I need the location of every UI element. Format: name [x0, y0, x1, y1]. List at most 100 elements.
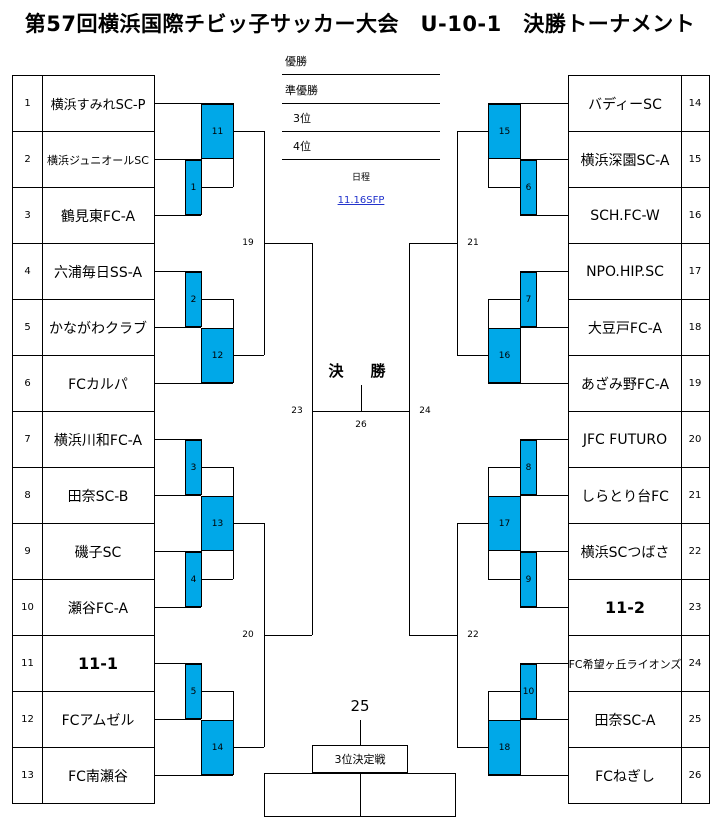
- team-name: SCH.FC-W: [569, 188, 681, 244]
- team-name: 田奈SC-B: [42, 468, 154, 524]
- match-box-2: 2: [185, 272, 202, 327]
- team-number: 2: [13, 132, 42, 188]
- match-label-26: 26: [355, 420, 367, 430]
- team-name: FCアムゼル: [42, 692, 154, 748]
- bracket-line: [488, 691, 520, 692]
- match-box-3: 3: [185, 440, 202, 495]
- bracket-line: [233, 523, 264, 524]
- bracket-line: [233, 131, 264, 132]
- team-name: NPO.HIP.SC: [569, 244, 681, 300]
- bracket-line: [264, 131, 265, 355]
- team-number: 9: [13, 524, 42, 580]
- match-label-23: 23: [291, 406, 303, 416]
- bracket-line: [264, 523, 265, 747]
- team-number: 8: [13, 468, 42, 524]
- bracket-line: [155, 551, 201, 552]
- team-number: 10: [13, 580, 42, 636]
- bracket-line: [488, 299, 520, 300]
- bracket-line: [488, 775, 568, 776]
- table-divider: [681, 76, 682, 803]
- match-box-1: 1: [185, 160, 202, 215]
- match-box-5: 5: [185, 664, 202, 719]
- team-name: かながわクラブ: [42, 300, 154, 356]
- team-name: 横浜川和FC-A: [42, 412, 154, 468]
- bracket-line: [520, 719, 568, 720]
- result-line: [282, 74, 440, 75]
- bracket-line: [488, 187, 520, 188]
- fourth-label: 4位: [293, 140, 311, 153]
- schedule-link[interactable]: 11.16SFP: [337, 195, 385, 206]
- runner-up-label: 準優勝: [285, 84, 318, 97]
- bracket-line: [155, 775, 233, 776]
- match-label-21: 21: [467, 238, 479, 248]
- bracket-line: [457, 523, 488, 524]
- left-team-table: 1 横浜すみれSC-P 2 横浜ジュニオールSC 3 鶴見東FC-A 4 六浦毎…: [12, 75, 155, 804]
- team-name: 横浜深園SC-A: [569, 132, 681, 188]
- result-line: [282, 103, 440, 104]
- match-label-22: 22: [467, 630, 479, 640]
- team-number: 26: [688, 770, 702, 781]
- right-team-table: バディーSC 14 横浜深園SC-A 15 SCH.FC-W 16 NPO.HI…: [568, 75, 710, 804]
- final-stem: [361, 385, 362, 411]
- team-number: 19: [681, 356, 709, 412]
- result-line: [282, 159, 440, 160]
- winner-label: 優勝: [285, 55, 307, 68]
- team-name: FCねぎし: [595, 768, 655, 785]
- third-place-box: [264, 773, 456, 817]
- team-name: JFC FUTURO: [569, 412, 681, 468]
- team-name: 11-1: [42, 636, 154, 692]
- team-number: 25: [681, 692, 709, 748]
- match-box-15: 15: [488, 104, 521, 159]
- bracket-line: [488, 103, 568, 104]
- team-name: 六浦毎日SS-A: [42, 244, 154, 300]
- bracket-line: [155, 607, 201, 608]
- page-title: 第57回横浜国際チビッ子サッカー大会 U-10-1 決勝トーナメント: [24, 12, 696, 36]
- bracket-line: [155, 103, 233, 104]
- bracket-line: [201, 579, 233, 580]
- match-box-18: 18: [488, 720, 521, 775]
- team-name: 横浜すみれSC-P: [42, 76, 154, 132]
- match-box-7: 7: [520, 272, 537, 327]
- match-label-24: 24: [419, 406, 431, 416]
- team-number: 12: [13, 692, 42, 748]
- bracket-line: [520, 271, 568, 272]
- bracket-line: [233, 355, 264, 356]
- bracket-line: [360, 720, 361, 745]
- bracket-line: [457, 523, 458, 747]
- bracket-line: [520, 551, 568, 552]
- match-box-12: 12: [201, 328, 234, 383]
- bracket-line: [155, 663, 201, 664]
- bracket-line: [409, 635, 457, 636]
- team-number: 7: [13, 412, 42, 468]
- team-number: 20: [681, 412, 709, 468]
- team-number: 3: [13, 188, 42, 244]
- bracket-line: [520, 439, 568, 440]
- bracket-line: [488, 383, 568, 384]
- bracket-line: [264, 635, 312, 636]
- bracket-line: [409, 243, 410, 635]
- team-name: FC南瀬谷: [68, 768, 128, 785]
- bracket-line: [457, 747, 488, 748]
- bracket-line: [264, 243, 312, 244]
- team-name: バディーSC: [569, 76, 681, 132]
- bracket-line: [201, 467, 233, 468]
- team-number: 11: [13, 636, 42, 692]
- team-number: 16: [681, 188, 709, 244]
- team-name: 田奈SC-A: [569, 692, 681, 748]
- match-box-14: 14: [201, 720, 234, 775]
- match-box-6: 6: [520, 160, 537, 215]
- bracket-line: [361, 411, 409, 412]
- team-number: 24: [681, 636, 709, 692]
- match-label-25: 25: [350, 697, 370, 715]
- match-box-4: 4: [185, 552, 202, 607]
- team-name: しらとり台FC: [569, 468, 681, 524]
- match-box-11: 11: [201, 104, 234, 159]
- match-box-16: 16: [488, 328, 521, 383]
- bracket-line: [520, 607, 568, 608]
- team-name: 11-2: [569, 580, 681, 636]
- team-number: 1: [13, 76, 42, 132]
- team-number: 4: [13, 244, 42, 300]
- bracket-line: [155, 719, 201, 720]
- bracket-line: [520, 159, 568, 160]
- team-name: 磯子SC: [42, 524, 154, 580]
